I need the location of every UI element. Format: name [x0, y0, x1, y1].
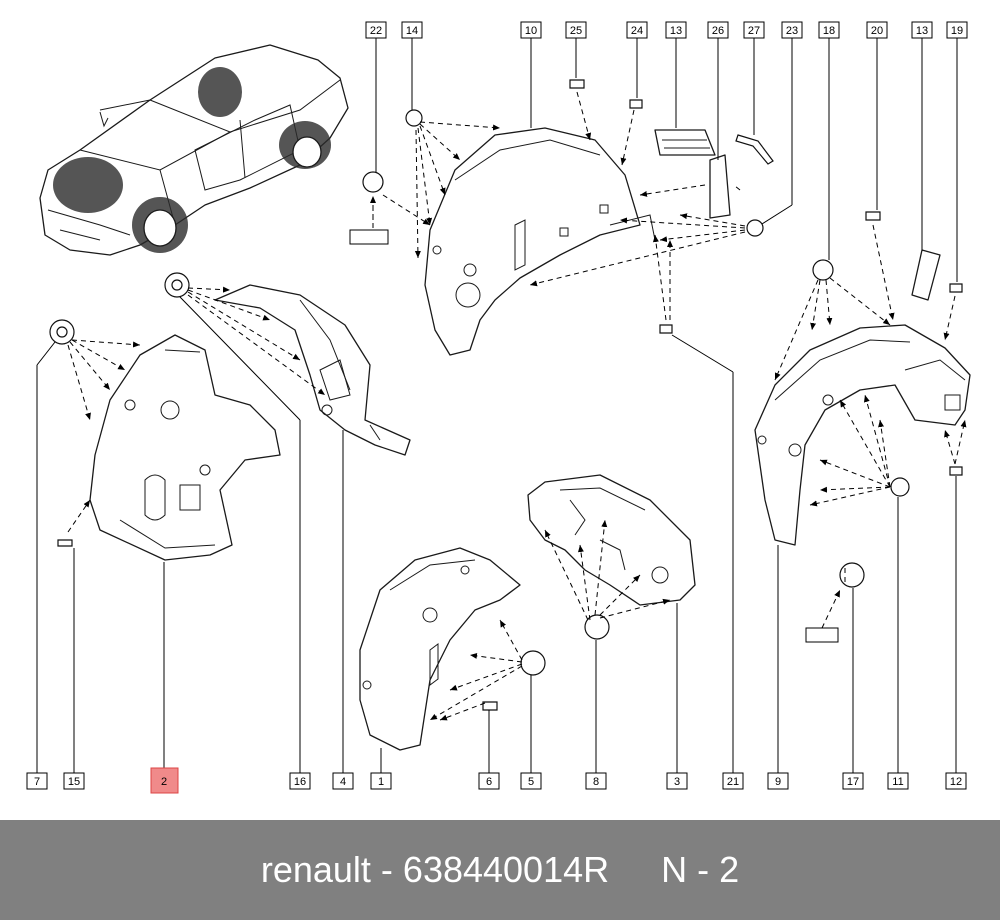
screw-25-icon	[569, 79, 585, 89]
page-number: N - 2	[661, 849, 740, 890]
svg-text:10: 10	[525, 25, 537, 37]
tool-22-icon	[349, 229, 389, 245]
nut-18-icon	[812, 259, 834, 281]
svg-text:20: 20	[871, 25, 883, 37]
svg-text:19: 19	[951, 25, 963, 37]
callout-25	[565, 21, 587, 39]
clip-8-icon	[584, 614, 610, 640]
callout-19	[946, 21, 968, 39]
callout-4	[332, 772, 354, 790]
callout-10	[520, 21, 542, 39]
callout-9	[767, 772, 789, 790]
footer-bar: renault - 638440014R N - 2	[0, 820, 1000, 920]
part-10-rear-liner[interactable]	[424, 127, 656, 356]
svg-text:23: 23	[786, 25, 798, 37]
svg-text:12: 12	[950, 776, 962, 788]
svg-text:16: 16	[294, 776, 306, 788]
svg-text:8: 8	[593, 776, 599, 788]
nut-23-icon	[746, 219, 764, 237]
svg-text:13: 13	[670, 25, 682, 37]
svg-text:21: 21	[727, 776, 739, 788]
svg-text:7: 7	[34, 776, 40, 788]
callouts-bottom: 7 15 2 16 4 1 6 5 8 3 21 9 17 11 12	[26, 767, 967, 794]
callout-8	[585, 772, 607, 790]
plate-26-icon	[709, 154, 731, 219]
callout-18	[818, 21, 840, 39]
callout-16	[289, 772, 311, 790]
callout-21	[722, 772, 744, 790]
part-4-front-upper-liner[interactable]	[214, 284, 411, 456]
callout-22	[365, 21, 387, 39]
svg-text:25: 25	[570, 25, 582, 37]
callout-23	[781, 21, 803, 39]
grille-13-icon	[654, 129, 716, 156]
callout-12	[945, 772, 967, 790]
callout-5	[520, 772, 542, 790]
svg-text:26: 26	[712, 25, 724, 37]
rivet-27-icon	[735, 134, 774, 165]
assembly-arrows	[67, 91, 967, 721]
screw-19-icon	[949, 283, 963, 293]
car-illustration	[39, 44, 349, 256]
callout-26	[707, 21, 729, 39]
callout-11	[887, 772, 909, 790]
svg-text:27: 27	[748, 25, 760, 37]
clip-5-icon	[520, 650, 546, 676]
svg-text:11: 11	[892, 776, 903, 788]
fasteners	[49, 79, 963, 711]
callout-3	[666, 772, 688, 790]
svg-text:3: 3	[674, 776, 680, 788]
parts-diagram: 22 14 10 25 24 13 26 27 23 18 20 13 19 7…	[26, 21, 971, 794]
screw-12-icon	[949, 466, 963, 476]
part-2-front-liner[interactable]	[89, 334, 281, 561]
svg-text:17: 17	[847, 776, 859, 788]
tool-17-icon	[805, 627, 839, 643]
callout-27	[743, 21, 765, 39]
grille-13b-icon	[911, 249, 941, 301]
callout-2-highlighted	[150, 767, 179, 794]
callout-6	[478, 772, 500, 790]
svg-text:9: 9	[775, 776, 781, 788]
screw-21-icon	[659, 324, 673, 334]
screw-24-icon	[629, 99, 643, 109]
callout-13b	[911, 21, 933, 39]
svg-text:5: 5	[528, 776, 534, 788]
clip-14-icon	[405, 109, 423, 127]
svg-text:14: 14	[406, 25, 418, 37]
svg-text:22: 22	[370, 25, 382, 37]
callout-7	[26, 772, 48, 790]
leader-lines	[36, 38, 958, 773]
clip-11-icon	[890, 477, 910, 497]
brand-part-number: renault - 638440014R	[260, 849, 610, 890]
screw-15-icon	[57, 539, 73, 547]
svg-text:15: 15	[68, 776, 80, 788]
svg-text:13: 13	[916, 25, 928, 37]
svg-text:4: 4	[340, 776, 346, 788]
svg-text:18: 18	[823, 25, 835, 37]
callout-20	[866, 21, 888, 39]
callout-14	[401, 21, 423, 39]
svg-text:2: 2	[161, 776, 167, 788]
callout-15	[63, 772, 85, 790]
screw-6-icon	[482, 701, 498, 711]
svg-text:24: 24	[631, 25, 643, 37]
callouts-top: 22 14 10 25 24 13 26 27 23 18 20 13 19	[365, 21, 968, 39]
part-3-rear-inner-liner[interactable]	[527, 474, 696, 606]
callout-13a	[665, 21, 687, 39]
part-1-front-lower-liner[interactable]	[359, 547, 521, 751]
clip-22-icon	[362, 171, 384, 193]
svg-text:6: 6	[486, 776, 492, 788]
callout-1	[370, 772, 392, 790]
callout-24	[626, 21, 648, 39]
svg-text:1: 1	[378, 776, 384, 788]
callout-17	[842, 772, 864, 790]
screw-20-icon	[865, 211, 881, 221]
part-9-rear-right-liner[interactable]	[754, 324, 971, 546]
clip-17-icon	[839, 562, 865, 588]
